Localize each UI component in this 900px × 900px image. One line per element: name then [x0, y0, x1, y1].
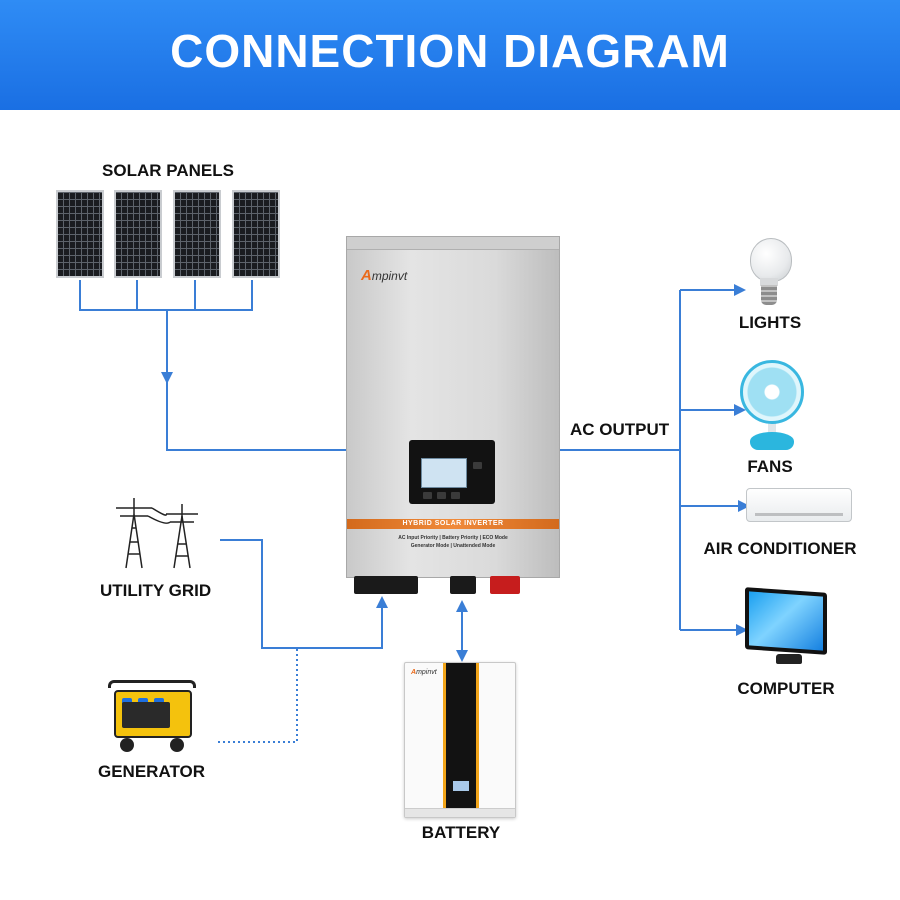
light-bulb-neck	[760, 278, 778, 286]
solar-panel-image	[173, 190, 221, 278]
air-conditioner-icon	[746, 488, 852, 522]
inverter-modes-line1: AC Input Priority | Battery Priority | E…	[398, 535, 508, 541]
computer-monitor-icon	[745, 587, 827, 655]
fans-arrow	[734, 404, 746, 416]
computer-arrow	[736, 624, 748, 636]
generator-label: GENERATOR	[98, 762, 206, 781]
ac-arrow	[738, 500, 750, 512]
fan-base	[750, 432, 794, 450]
light-bulb-base	[761, 285, 777, 305]
solar-to-inverter-wire	[166, 310, 346, 451]
inverter-label-band: HYBRID SOLAR INVERTER	[347, 519, 559, 529]
computer-stand	[776, 654, 802, 664]
battery-up-arrow	[456, 600, 468, 612]
battery-down-arrow	[456, 650, 468, 662]
generator-image	[106, 680, 198, 752]
header-banner: CONNECTION DIAGRAM	[0, 0, 900, 110]
utility-grid-tower-icon	[116, 498, 198, 569]
solar-panels-label: SOLAR PANELS	[102, 161, 234, 180]
fans-label: FANS	[747, 457, 793, 476]
solar-panel-image	[114, 190, 162, 278]
inverter-display-panel	[409, 440, 495, 504]
solar-panel-image	[232, 190, 280, 278]
lights-arrow	[734, 284, 746, 296]
hybrid-inverter-image: Ampinvt HYBRID SOLAR INVERTER AC Input P…	[346, 236, 560, 578]
inverter-button-icon	[437, 492, 446, 499]
battery-brand-logo: Ampinvt	[411, 669, 437, 676]
inverter-modes-line2: Generator Mode | Unattended Mode	[410, 543, 496, 549]
inverter-button-icon	[473, 462, 482, 469]
inverter-button-icon	[451, 492, 460, 499]
inverter-band-text: HYBRID SOLAR INVERTER	[402, 520, 504, 527]
generator-to-inverter-wire	[218, 648, 298, 743]
computer-label: COMPUTER	[737, 679, 835, 698]
battery-display-icon	[453, 781, 469, 791]
battery-image: Ampinvt	[404, 662, 516, 818]
solar-down-arrow	[161, 372, 173, 384]
utility-grid-label: UTILITY GRID	[100, 581, 212, 600]
air-conditioner-label: AIR CONDITIONER	[703, 539, 857, 558]
inverter-terminal-left	[354, 576, 418, 594]
inverter-terminal-negative	[450, 576, 476, 594]
fan-icon	[740, 360, 804, 424]
ac-output-label: AC OUTPUT	[570, 420, 670, 439]
inverter-terminal-positive	[490, 576, 520, 594]
solar-panel-image	[56, 190, 104, 278]
page-title: CONNECTION DIAGRAM	[170, 25, 730, 77]
grid-to-inverter-wire	[220, 539, 383, 649]
inverter-button-icon	[423, 492, 432, 499]
inverter-lcd-screen	[421, 458, 467, 488]
inverter-brand-logo: Ampinvt	[361, 267, 408, 284]
battery-label: BATTERY	[421, 823, 501, 842]
solar-combiner-wire	[79, 280, 253, 311]
light-bulb-icon	[750, 238, 792, 282]
grid-up-arrow	[376, 596, 388, 608]
lights-label: LIGHTS	[738, 313, 802, 332]
